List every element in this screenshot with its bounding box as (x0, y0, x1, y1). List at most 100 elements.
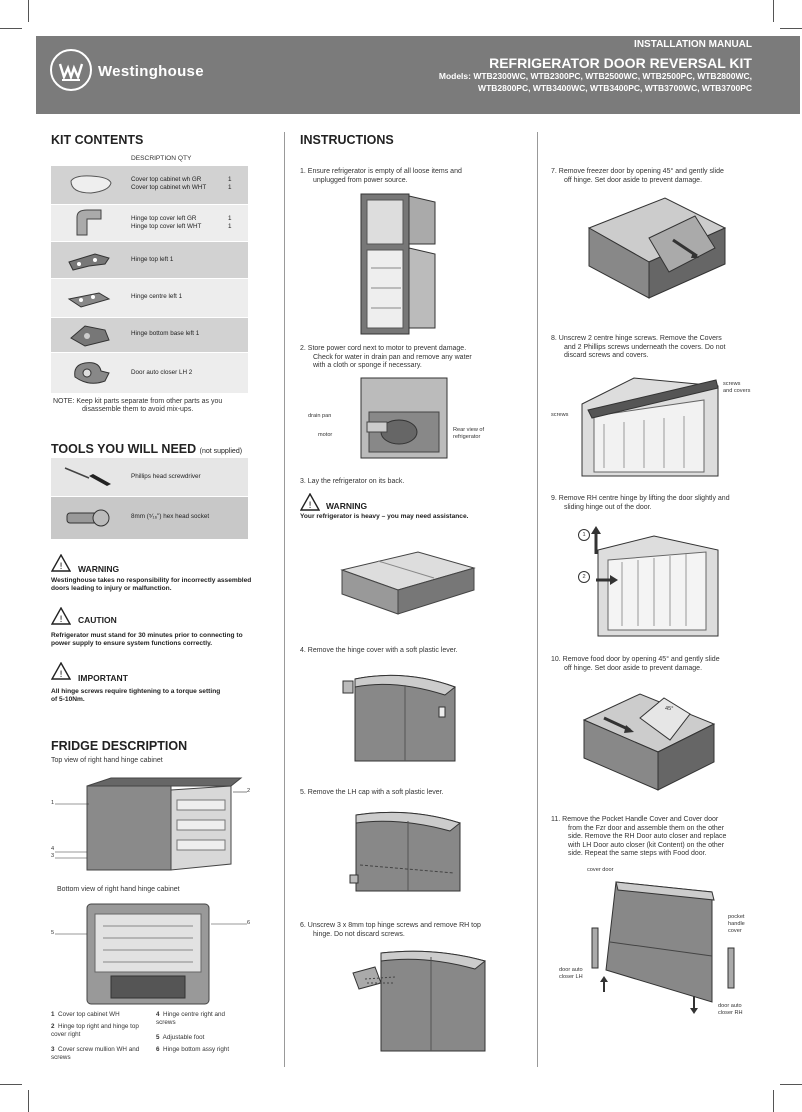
kit-item-name: Cover top cabinet wh WHT (131, 184, 207, 191)
warning-body: Westinghouse takes no responsibility for… (51, 577, 251, 593)
label-text: handle (728, 921, 745, 927)
step-7: 7. Remove freezer door by opening 45° an… (551, 168, 761, 185)
rear-view-label: Rear view of refrigerator (453, 427, 484, 441)
tool-row: 8mm (⁵⁄₁₆") hex head socket (51, 497, 248, 539)
kit-table-header: DESCRIPTION QTY (131, 155, 192, 162)
crop-mark (773, 1090, 774, 1112)
kit-item-name: Hinge centre left 1 (131, 293, 183, 300)
column-divider (284, 132, 285, 1067)
label-text: cover (728, 928, 742, 934)
step-3: 3. Lay the refrigerator on its back. (300, 478, 530, 487)
step-text: discard screws and covers. (564, 352, 649, 359)
step-text: hinge. Do not discard screws. (313, 930, 405, 938)
important-body: All hinge screws require tightening to a… (51, 688, 220, 704)
caution-title: CAUTION (78, 615, 117, 625)
kit-row: Hinge top left 1 (51, 242, 248, 278)
legend-num: 4 (156, 1011, 160, 1018)
tools-subtitle: (not supplied) (199, 448, 243, 455)
step-5: 5. Remove the LH cap with a soft plastic… (300, 789, 530, 798)
step-text: with a cloth or sponge if necessary. (313, 362, 422, 369)
legend-num: 5 (156, 1034, 160, 1041)
motor-label: motor (318, 432, 333, 438)
legend-num: 3 (51, 1046, 55, 1053)
legend-text: Cover screw mullion WH and screws (51, 1046, 140, 1061)
angle-label: 45° (665, 706, 674, 712)
kit-row: Hinge bottom base left 1 (51, 318, 248, 352)
bottom-view-illustration (55, 903, 247, 1005)
warning-title: WARNING (78, 564, 120, 574)
step-text: unplugged from power source. (313, 176, 408, 184)
step-text: 8. Unscrew 2 centre hinge screws. Remove… (551, 335, 722, 342)
crop-mark (780, 1084, 802, 1085)
step-text: Check for water in drain pan and remove … (313, 353, 472, 361)
caution-icon: ! (51, 607, 71, 625)
brand-name: Westinghouse (98, 63, 204, 80)
step9-illustration (591, 526, 719, 637)
screwdriver-icon (64, 467, 111, 486)
door-auto-closer-rh-label: door auto closer RH (718, 1003, 743, 1017)
step-text: 1. Ensure refrigerator is empty of all l… (300, 168, 462, 175)
kit-contents-title: KIT CONTENTS (51, 133, 144, 147)
crop-mark (773, 0, 774, 22)
step6-illustration (352, 950, 487, 1052)
legend-text: Adjustable foot (162, 1034, 205, 1041)
caution-line: power supply to ensure system functions … (51, 640, 213, 647)
crop-mark (28, 0, 29, 22)
door-auto-closer-icon (74, 362, 110, 384)
westinghouse-logo-icon (50, 49, 92, 91)
step3-warning-body: Your refrigerator is heavy – you may nee… (300, 513, 469, 520)
svg-text:!: ! (308, 501, 312, 511)
important-line: All hinge screws require tightening to a… (51, 688, 221, 695)
label-text: closer RH (718, 1010, 743, 1016)
pocket-handle-cover-label: pocket handle cover (728, 914, 745, 935)
step-text: 7. Remove freezer door by opening 45° an… (551, 168, 724, 175)
kit-item-name: Hinge top left 1 (131, 256, 174, 263)
legend-item: 3 Cover screw mullion WH and screws (51, 1046, 149, 1062)
model-line: WTB2800PC, WTB3400WC, WTB3400PC, WTB3700… (478, 83, 752, 93)
tools-title-text: TOOLS YOU WILL NEED (51, 442, 197, 456)
step-text: and 2 Phillips screws underneath the cov… (564, 343, 726, 351)
hinge-top-cover-icon (76, 209, 102, 236)
step8-illustration (581, 377, 719, 477)
legend-text: Cover top cabinet WH (58, 1011, 120, 1018)
column-divider (537, 132, 538, 1067)
crop-mark (0, 28, 22, 29)
label-text: closer LH (559, 974, 583, 980)
callout-3: 3 (51, 853, 55, 859)
tool-name: 8mm (⁵⁄₁₆") hex head socket (131, 513, 210, 520)
step-text: side. Remove the RH Door auto closer and… (568, 833, 727, 840)
legend-item: 4 Hinge centre right and screws (156, 1011, 236, 1027)
step-2: 2. Store power cord next to motor to pre… (300, 345, 530, 371)
step-text: from the Fzr door and assemble them on t… (568, 824, 725, 832)
step11-illustration (591, 881, 735, 1014)
kit-item-qty: 1 (228, 184, 232, 191)
step5-illustration (349, 811, 462, 892)
kit-item-qty: 1 (228, 223, 232, 230)
important-icon: ! (51, 662, 71, 680)
kit-item-name: Hinge bottom base left 1 (131, 330, 200, 337)
model-list: Models: WTB2300WC, WTB2300PC, WTB2500WC,… (392, 70, 752, 94)
step-9: 9. Remove RH centre hinge by lifting the… (551, 495, 761, 512)
rear-view-text: refrigerator (453, 434, 481, 440)
step-text: 3. Lay the refrigerator on its back. (300, 478, 405, 485)
label-text: door auto (718, 1003, 742, 1009)
svg-text:!: ! (59, 670, 63, 680)
kit-note-line: disassemble them to avoid mix-ups. (82, 406, 194, 413)
kit-row: Hinge centre left 1 (51, 279, 248, 317)
instructions-title: INSTRUCTIONS (300, 133, 394, 147)
hinge-top-left-icon (68, 253, 110, 271)
step1-illustration (360, 193, 436, 335)
svg-text:!: ! (59, 615, 63, 625)
important-line: of 5-10Nm. (51, 696, 85, 703)
kit-note-line: NOTE: Keep kit parts separate from other… (53, 398, 223, 405)
header-banner: Westinghouse INSTALLATION MANUAL REFRIGE… (36, 36, 800, 114)
warning-line: Westinghouse takes no responsibility for… (51, 577, 252, 584)
kit-row: Door auto closer LH 2 (51, 353, 248, 393)
step2-illustration (360, 377, 448, 459)
step9-callout-2: 2 (578, 571, 590, 583)
caution-line: Refrigerator must stand for 30 minutes p… (51, 632, 243, 639)
legend-num: 2 (51, 1023, 55, 1030)
step3-warning-title: WARNING (326, 501, 368, 511)
step-text: side. Repeat the same steps with Food do… (568, 850, 707, 857)
hinge-centre-left-icon (67, 292, 111, 308)
